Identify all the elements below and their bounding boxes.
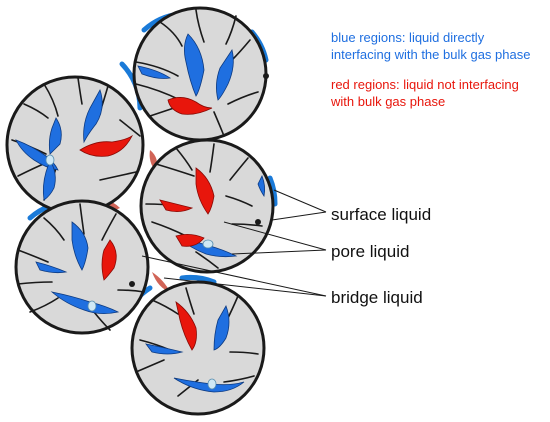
blue-liquid-10 xyxy=(71,221,89,271)
pore-leader-b xyxy=(231,249,327,255)
legend-blue: blue regions: liquid directly interfacin… xyxy=(331,29,546,63)
surface-dots xyxy=(129,73,269,287)
bridge-leader-b xyxy=(163,277,327,297)
red-liquid-4 xyxy=(159,199,194,212)
blue-liquid-2 xyxy=(216,49,234,101)
red-liquid-7 xyxy=(175,301,197,351)
pore-liquid-label: pore liquid xyxy=(331,242,410,261)
red-liquid-6 xyxy=(101,239,117,281)
blue-liquid-1 xyxy=(184,33,205,97)
bubble-2 xyxy=(202,239,214,249)
legend-blue-line1: blue regions: liquid directly xyxy=(331,30,485,45)
surface-leader-b xyxy=(271,211,327,221)
legend-blue-line2: interfacing with the bulk gas phase xyxy=(331,47,531,62)
surface-liquid-label: surface liquid xyxy=(331,205,432,224)
red-liquid-2 xyxy=(79,134,134,157)
blue-liquid-4 xyxy=(83,89,103,144)
red-liquid-3 xyxy=(195,167,215,215)
surface-film-6 xyxy=(179,274,217,285)
blue-liquid-7 xyxy=(42,159,56,201)
blue-liquid-11 xyxy=(35,261,68,274)
surface-leader-a xyxy=(273,189,327,213)
bridge-liquid-4 xyxy=(152,272,170,292)
red-liquid-5 xyxy=(175,234,205,247)
blue-liquid-3 xyxy=(137,65,172,79)
red-liquid-1 xyxy=(167,97,213,115)
legend-red-line2: with bulk gas phase xyxy=(331,94,446,109)
blue-liquid-5 xyxy=(48,117,62,155)
bubble-4 xyxy=(207,378,217,390)
blue-liquid-13 xyxy=(213,305,230,351)
blue-liquid-12 xyxy=(50,291,120,314)
red-pore-liquid xyxy=(79,97,215,351)
blue-liquid-8 xyxy=(257,175,266,198)
pore-leader-a xyxy=(223,221,327,251)
callout-lines xyxy=(141,189,327,297)
bridge-liquid-label: bridge liquid xyxy=(331,288,423,307)
legend-red: red regions: liquid not interfacing with… xyxy=(331,76,546,110)
gas-bubbles xyxy=(45,154,217,390)
bubble-1 xyxy=(45,154,55,166)
bridge-leader-a xyxy=(141,255,327,297)
legend-red-line1: red regions: liquid not interfacing xyxy=(331,77,519,92)
surface-film-4 xyxy=(267,175,278,207)
blue-liquid-14 xyxy=(145,343,184,355)
bubble-3 xyxy=(87,300,97,312)
